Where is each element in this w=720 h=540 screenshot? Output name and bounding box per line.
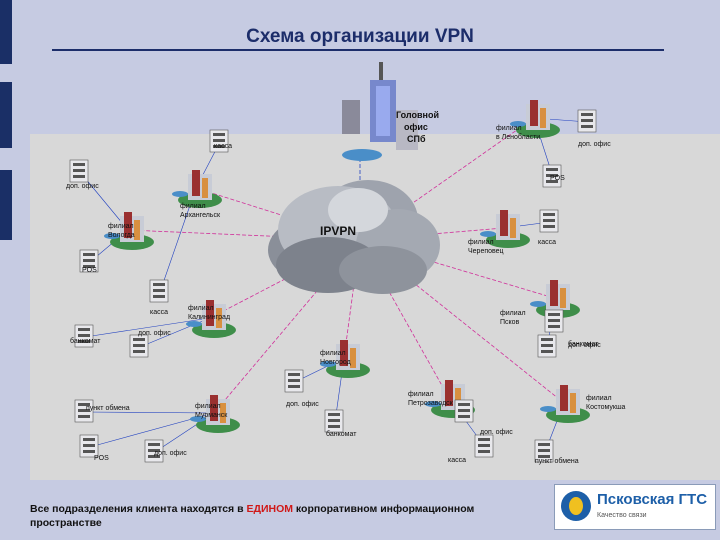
network-device: касса xyxy=(538,209,559,246)
branch-label-line: Вологда xyxy=(108,232,135,239)
device-label: пункт обмена xyxy=(86,404,130,412)
network-device: доп. офис xyxy=(577,109,611,148)
network-device: доп. офис xyxy=(454,399,513,436)
device-label: банкомат xyxy=(568,340,599,348)
branch-label-line: филиал xyxy=(408,391,434,398)
device-label: банкомат xyxy=(326,430,357,438)
device-label: доп. офис xyxy=(66,183,99,190)
network-device: пункт обмена xyxy=(534,439,579,465)
network-device: банкомат xyxy=(537,334,599,358)
branch-label-line: филиал xyxy=(188,305,214,312)
hq-label-line: Головной xyxy=(396,110,439,120)
network-device: доп. офис xyxy=(129,330,171,358)
branch-label-line: Архангельск xyxy=(180,212,221,219)
branch-label-line: филиал xyxy=(500,310,526,317)
branch-label-line: филиал xyxy=(320,350,346,357)
network-device: пункт обмена xyxy=(74,399,130,423)
caption-text: Все подразделения клиента находятся в xyxy=(30,503,247,515)
device-label: доп. офис xyxy=(286,401,319,408)
branch-label-line: Псков xyxy=(500,319,520,326)
branch-label-line: филиал xyxy=(586,395,612,402)
network-device: доп. офис xyxy=(544,309,601,349)
branch-label-line: Калининград xyxy=(188,314,230,321)
branch-label-line: Новгород xyxy=(320,359,351,366)
network-device: POS xyxy=(79,434,109,462)
branch-label-line: в Ленобласти xyxy=(496,133,540,141)
company-logo: Псковская ГТС Качество связи xyxy=(554,484,716,530)
device-label: банкомат xyxy=(70,337,101,345)
network-device: касса xyxy=(209,129,232,153)
branch-label-line: филиал xyxy=(195,403,221,410)
caption: Все подразделения клиента находятся в ЕД… xyxy=(30,502,490,530)
branch-label-line: Череповец xyxy=(468,248,504,255)
network-device: POS xyxy=(542,164,565,188)
branch-label-line: Мурманск xyxy=(195,412,228,419)
network-device: доп. офис xyxy=(284,369,319,408)
branch-label-line: филиал xyxy=(468,239,494,246)
left-accent-bar xyxy=(0,82,12,148)
device-label: касса xyxy=(538,239,556,246)
logo-name: Псковская ГТС xyxy=(597,491,708,508)
device-label: доп. офис xyxy=(138,330,171,337)
head-office: Головной офис СПб xyxy=(342,62,439,161)
logo-mark-icon xyxy=(561,491,591,521)
left-accent-bar xyxy=(0,0,12,64)
caption-highlight: ЕДИНОМ xyxy=(246,503,293,515)
device-label: доп. офис xyxy=(578,141,611,148)
device-label: касса xyxy=(150,309,168,316)
device-label: доп. офис xyxy=(154,450,187,457)
branch-label-line: филиал xyxy=(108,223,134,230)
caption-text: корпоративном информационном пространств… xyxy=(30,503,475,529)
hq-label-line: офис xyxy=(404,122,428,132)
ipvpn-cloud: IPVPN xyxy=(268,180,440,294)
title-underline xyxy=(52,49,664,51)
device-label: пункт обмена xyxy=(535,457,579,465)
device-label: доп. офис xyxy=(568,342,601,349)
left-accent-bar xyxy=(0,170,12,240)
device-label: POS xyxy=(550,175,565,182)
branch-label-line: Костомукша xyxy=(586,404,626,411)
slide-title: Схема организации VPN xyxy=(246,26,474,47)
cloud-label: IPVPN xyxy=(320,224,356,238)
device-label: POS xyxy=(94,455,109,462)
branch-label-line: Петрозаводск xyxy=(408,400,454,407)
logo-tagline: Качество связи xyxy=(597,512,647,519)
network-device: POS xyxy=(79,249,99,274)
vpn-network-diagram: IPVPN Головной офис СПб филиалАрхангельс… xyxy=(30,62,720,480)
device-label: доп. офис xyxy=(480,429,513,436)
branch-label-line: филиал xyxy=(496,125,522,132)
device-label: касса xyxy=(214,143,232,150)
branch-label-line: филиал xyxy=(180,203,206,210)
network-device: банкомат xyxy=(324,409,357,438)
hq-label-line: СПб xyxy=(407,134,426,144)
device-label: касса xyxy=(448,457,466,464)
device-label: POS xyxy=(82,267,97,274)
network-device: доп. офис xyxy=(66,159,99,190)
network-device: банкомат xyxy=(70,324,101,348)
network-device: касса xyxy=(149,279,169,316)
network-device: касса xyxy=(448,434,494,464)
network-device: доп. офис xyxy=(144,439,187,463)
